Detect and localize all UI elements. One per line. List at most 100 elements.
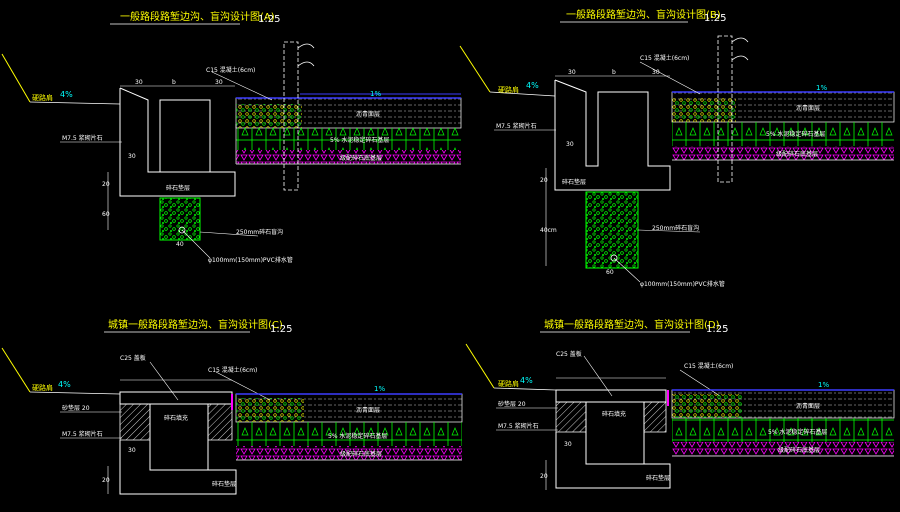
dim-label: b bbox=[612, 69, 616, 76]
dim-label: 20 bbox=[102, 477, 110, 484]
ditch-wall-left bbox=[119, 403, 151, 441]
shoulder-label: 硬路肩 bbox=[32, 383, 53, 392]
base-layer bbox=[672, 122, 894, 146]
dim-label: 20 bbox=[102, 181, 110, 188]
pipe-label: φ100mm(150mm)PVC排水管 bbox=[640, 280, 725, 288]
dim-label: 30 bbox=[135, 79, 143, 86]
subbase-label: 级配碎石底基层 bbox=[340, 154, 382, 162]
dim-label: 60 bbox=[102, 211, 110, 218]
ditch-channel bbox=[149, 403, 209, 471]
base-layer bbox=[672, 418, 894, 442]
gravel-mix-zone bbox=[236, 398, 304, 422]
ditch-outline bbox=[119, 440, 237, 495]
base-label: 5% 水泥稳定碎石基层 bbox=[330, 136, 389, 144]
base-layer bbox=[236, 128, 461, 150]
shoulder-label: 硬路肩 bbox=[498, 85, 519, 94]
gravel-fill-label: 碎石填充 bbox=[164, 414, 188, 422]
surface-label: 沥青面层 bbox=[796, 402, 820, 410]
ditch-outline bbox=[554, 79, 671, 191]
subbase-layer bbox=[672, 146, 894, 160]
gravel-fill-label: 碎石填充 bbox=[602, 410, 626, 418]
shoulder-slope-label: 4% bbox=[526, 81, 539, 90]
shoulder-label: 硬路肩 bbox=[32, 93, 53, 102]
cover-plate bbox=[555, 389, 667, 403]
subbase-layer bbox=[672, 442, 894, 456]
panel-d: 城镇一般路段路堑边沟、盲沟设计图(D) 1:25 硬路肩 4% C25 盖板 C… bbox=[465, 318, 895, 490]
pvc-pipe bbox=[178, 226, 186, 234]
gravel-bed-label: 碎石垫层 bbox=[212, 480, 236, 488]
c25-label: C25 盖板 bbox=[556, 350, 582, 358]
cut-slope-line bbox=[1, 53, 31, 103]
gravel-mix-zone bbox=[236, 104, 302, 128]
shoulder-slope-label: 4% bbox=[60, 90, 73, 99]
base-layer bbox=[236, 422, 462, 446]
panel-c: 城镇一般路段路堑边沟、盲沟设计图(C) 1:25 硬路肩 4% C25 盖板 C… bbox=[1, 318, 463, 495]
ditch-wall-left bbox=[555, 401, 587, 433]
shoulder-slope-label: 4% bbox=[520, 376, 533, 385]
subbase-label: 级配碎石底基层 bbox=[340, 450, 382, 458]
subbase-label: 级配碎石底基层 bbox=[778, 446, 820, 454]
base-label: 5% 水泥稳定碎石基层 bbox=[328, 432, 387, 440]
dim-label: 30 bbox=[564, 441, 572, 448]
dim-label: 30 bbox=[215, 79, 223, 86]
shoulder-label: 硬路肩 bbox=[498, 379, 519, 388]
sand-label: 砂垫层 20 bbox=[62, 404, 90, 412]
pvc-pipe bbox=[610, 254, 618, 262]
ditch-outline bbox=[555, 432, 671, 489]
cut-slope-line bbox=[459, 45, 491, 93]
dim-label: b bbox=[172, 79, 176, 86]
panel-d-title: 城镇一般路段路堑边沟、盲沟设计图(D) bbox=[544, 318, 720, 331]
gravel-bed-label: 碎石垫层 bbox=[166, 184, 190, 192]
c25-label: C25 盖板 bbox=[120, 354, 146, 362]
guardrail-post bbox=[283, 41, 299, 191]
guardrail-post bbox=[717, 35, 733, 183]
c15-label: C15 混凝土(6cm) bbox=[206, 66, 255, 74]
dim-label: 30 bbox=[568, 69, 576, 76]
dim-label: 20 bbox=[540, 473, 548, 480]
blind-ditch-gravel bbox=[159, 197, 201, 241]
gravel-mix-zone bbox=[672, 98, 736, 122]
ditch-outline bbox=[119, 87, 236, 197]
masonry-label: M7.5 浆砌片石 bbox=[498, 422, 539, 430]
cut-slope-line bbox=[465, 343, 495, 389]
subbase-layer bbox=[236, 150, 461, 164]
blind-ditch-gravel bbox=[585, 191, 639, 269]
panel-c-scale: 1:25 bbox=[270, 324, 292, 335]
road-slope-label: 1% bbox=[818, 381, 829, 389]
base-label: 5% 水泥稳定碎石基层 bbox=[766, 130, 825, 138]
road-slope-label: 1% bbox=[816, 84, 827, 92]
dim-label: 30 bbox=[652, 69, 660, 76]
ditch-wall-right bbox=[207, 403, 233, 441]
masonry-label: M7.5 浆砌片石 bbox=[496, 122, 537, 130]
gravel-mix-zone bbox=[672, 394, 742, 418]
c15-label: C15 混凝土(6cm) bbox=[640, 54, 689, 62]
masonry-label: M7.5 浆砌片石 bbox=[62, 134, 103, 142]
dim-label: 40 bbox=[176, 241, 184, 248]
ditch-wall-right bbox=[643, 401, 667, 433]
gravel-bed-label: 碎石垫层 bbox=[562, 178, 586, 186]
road-slope-label: 1% bbox=[370, 90, 381, 98]
panel-b-title: 一般路段路堑边沟、盲沟设计图(B) bbox=[566, 8, 721, 21]
blind-ditch-label: 250mm碎石盲沟 bbox=[652, 224, 699, 232]
panel-b: 一般路段路堑边沟、盲沟设计图(B) 1:25 硬路肩 4% 30 b 30 M7… bbox=[459, 8, 895, 288]
sand-label: 砂垫层 20 bbox=[498, 400, 526, 408]
dim-label: 40cm bbox=[540, 227, 557, 234]
masonry-label: M7.5 浆砌片石 bbox=[62, 430, 103, 438]
dim-label: 30 bbox=[128, 447, 136, 454]
surface-label: 沥青面层 bbox=[356, 110, 380, 118]
cover-plate bbox=[119, 391, 233, 405]
surface-label: 沥青面层 bbox=[356, 406, 380, 414]
ditch-channel bbox=[585, 401, 645, 465]
dim-label: 30 bbox=[128, 153, 136, 160]
gravel-bed-label: 碎石垫层 bbox=[646, 474, 670, 482]
dim-label: 60 bbox=[606, 269, 614, 276]
panel-d-scale: 1:25 bbox=[706, 324, 728, 335]
pipe-label: φ100mm(150mm)PVC排水管 bbox=[208, 256, 293, 264]
surface-label: 沥青面层 bbox=[796, 104, 820, 112]
panel-c-title: 城镇一般路段路堑边沟、盲沟设计图(C) bbox=[108, 318, 283, 331]
panel-a: 一般路段路堑边沟、盲沟设计图(A) 1:25 硬路肩 4% 30 b 30 M7… bbox=[1, 10, 462, 264]
base-label: 5% 水泥稳定碎石基层 bbox=[768, 428, 827, 436]
blind-ditch-label: 250mm碎石盲沟 bbox=[236, 228, 283, 236]
shoulder-slope-label: 4% bbox=[58, 380, 71, 389]
